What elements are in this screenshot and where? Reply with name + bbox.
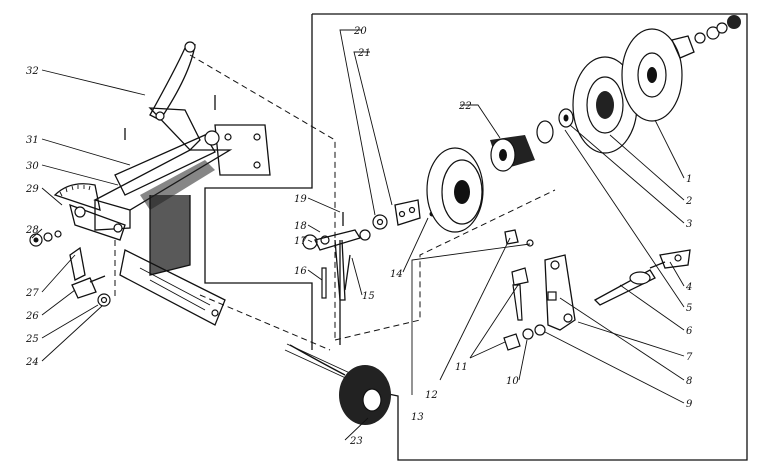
callout-8: 8	[686, 376, 692, 387]
callout-29: 29	[25, 184, 39, 195]
callout-27: 27	[25, 288, 39, 299]
callout-32: 32	[26, 66, 39, 77]
lower-shaft-assembly	[503, 229, 691, 351]
assembly-dashed-lines	[114, 54, 556, 351]
pulley-assembly-right	[572, 15, 741, 154]
callout-4: 4	[685, 282, 692, 293]
callout-18: 18	[294, 221, 307, 232]
callout-25: 25	[25, 334, 39, 345]
callout-19: 19	[294, 194, 307, 205]
callout-9: 9	[686, 399, 693, 410]
callout-2: 2	[685, 196, 692, 207]
callout-5: 5	[686, 303, 692, 314]
callout-labels: 1 2 3 4 5 6 7 8 9 10 11 12 13 14 15 16 1…	[25, 26, 693, 447]
callout-30: 30	[26, 161, 39, 172]
callout-13: 13	[411, 412, 424, 423]
callout-14: 14	[390, 269, 403, 280]
callout-23: 23	[349, 436, 363, 447]
callout-28: 28	[25, 225, 39, 236]
callout-7: 7	[686, 352, 693, 363]
callout-6: 6	[686, 326, 693, 337]
leader-lines	[31, 29, 685, 441]
callout-21: 21	[357, 48, 371, 59]
left-bracket-assembly	[29, 41, 271, 326]
callout-15: 15	[362, 291, 375, 302]
callout-16: 16	[294, 266, 307, 277]
callout-22: 22	[458, 101, 472, 112]
callout-12: 12	[425, 390, 438, 401]
callout-20: 20	[353, 26, 367, 37]
callout-31: 31	[26, 135, 39, 146]
callout-11: 11	[455, 362, 468, 373]
callout-3: 3	[686, 219, 692, 230]
adjusting-knob	[284, 343, 391, 425]
callout-10: 10	[506, 376, 519, 387]
callout-24: 24	[25, 357, 39, 368]
callout-17: 17	[294, 236, 307, 247]
center-linkage-parts	[302, 199, 435, 345]
callout-26: 26	[25, 311, 39, 322]
callout-1: 1	[686, 174, 692, 185]
pulley-assembly-left	[426, 108, 574, 233]
